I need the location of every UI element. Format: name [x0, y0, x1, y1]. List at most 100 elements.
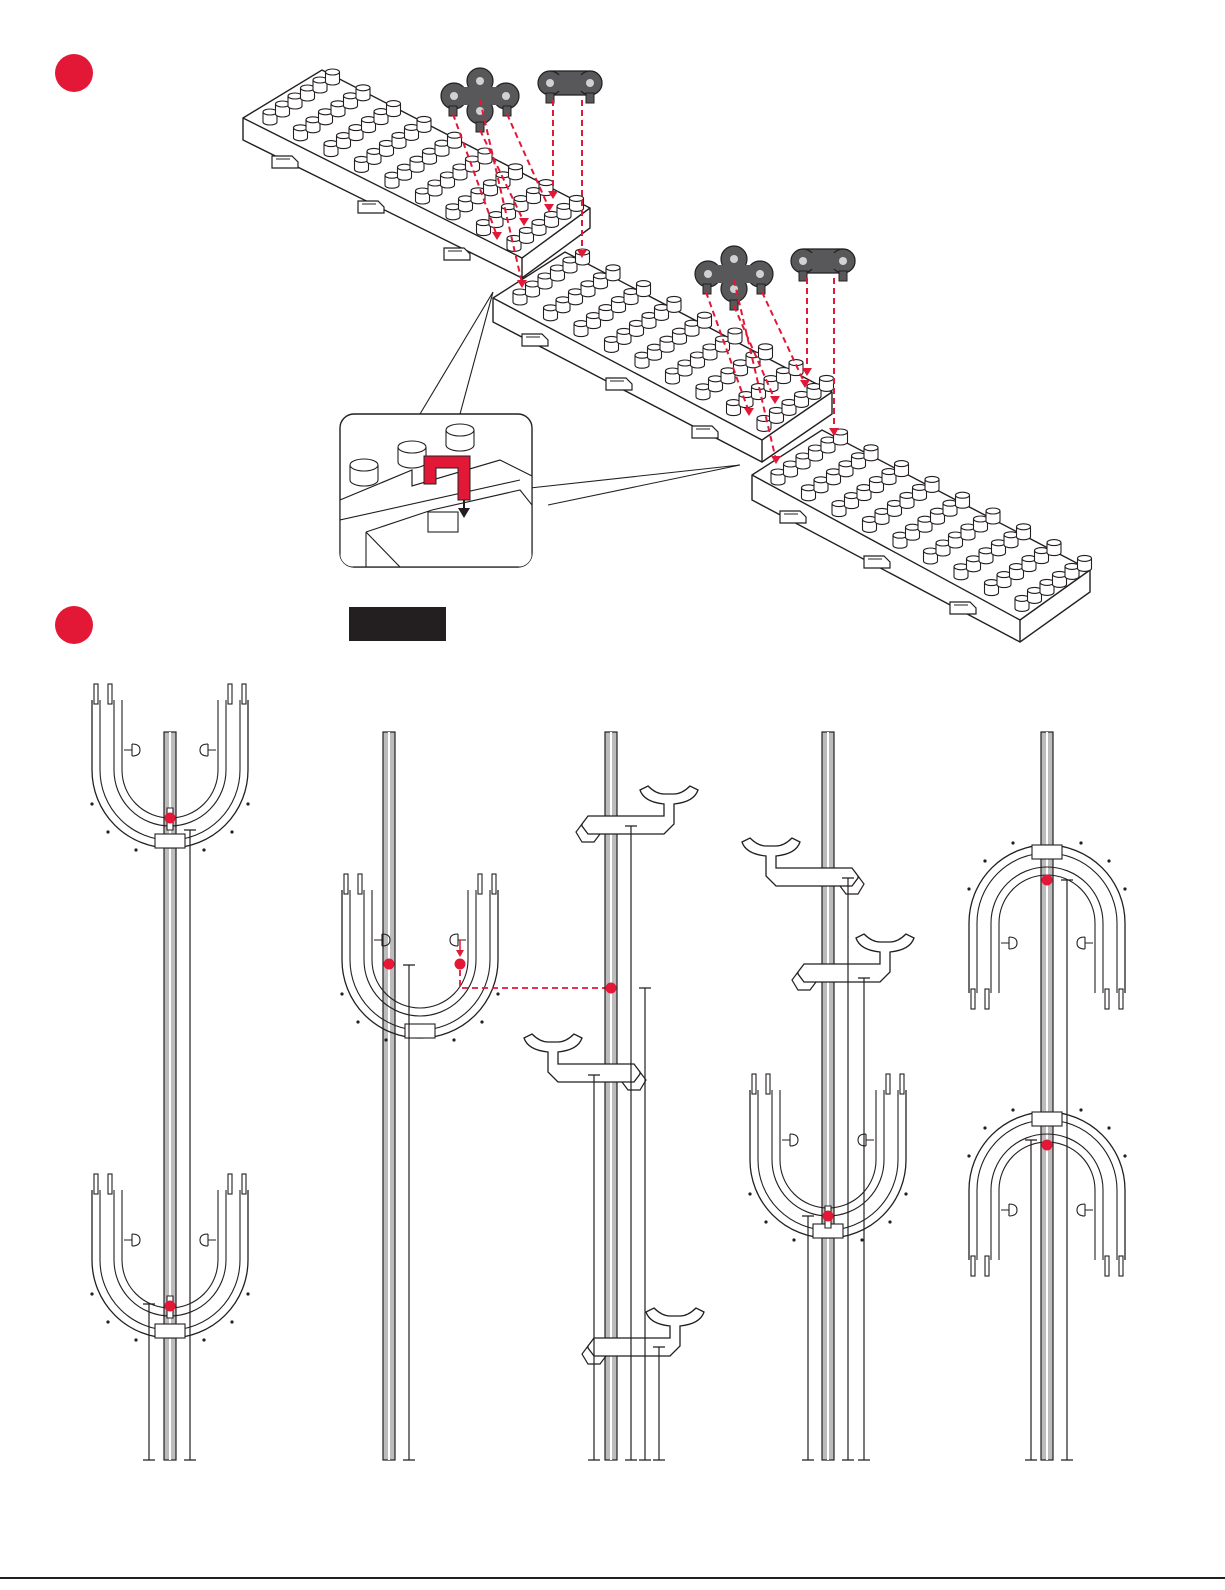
baseplate-stud — [435, 140, 449, 156]
baseplate-stud — [703, 344, 717, 360]
baseplate-stud — [784, 461, 798, 477]
baseplate-stud — [545, 211, 559, 227]
baseplate-stud — [852, 453, 866, 469]
baseplate-stud — [410, 156, 424, 172]
baseplate-stud — [1078, 555, 1092, 571]
baseplate-stud — [385, 172, 399, 188]
baseplate-stud — [557, 203, 571, 219]
baseplate-stud — [961, 524, 975, 540]
baseplate-stud — [1040, 579, 1054, 595]
baseplate-stud — [967, 556, 981, 572]
baseplate-stud — [979, 548, 993, 564]
baseplate-stud — [637, 281, 651, 297]
baseplate-stud — [1065, 563, 1079, 579]
baseplate-stud — [556, 297, 570, 313]
baseplate-stud — [893, 532, 907, 548]
step-1-boards — [243, 68, 1092, 642]
baseplate-stud — [796, 453, 810, 469]
bracket-right — [792, 934, 914, 990]
baseplate-stud — [832, 501, 846, 517]
baseplate-stud — [771, 469, 785, 485]
baseplate-stud — [814, 477, 828, 493]
baseplate-stud — [635, 352, 649, 368]
baseplate-stud — [356, 85, 370, 101]
baseplate-stud — [642, 312, 656, 328]
bracket-left — [524, 1034, 646, 1090]
baseplate-stud — [727, 400, 741, 416]
baseplate-stud — [992, 540, 1006, 556]
baseplate-stud — [466, 156, 480, 172]
baseplate-stud — [673, 328, 687, 344]
baseplate-stud — [678, 360, 692, 376]
baseplate-stud — [667, 296, 681, 312]
baseplate-stud — [405, 124, 419, 140]
baseplate-stud — [949, 532, 963, 548]
baseplate-stud — [821, 437, 835, 453]
baseplate-stud — [1010, 564, 1024, 580]
baseplate-stud — [924, 548, 938, 564]
baseplate-stud — [301, 85, 315, 101]
baseplate-stud — [660, 336, 674, 352]
baseplate-stud — [581, 281, 595, 297]
zoom-inset — [340, 414, 532, 567]
baseplate-stud — [294, 125, 308, 141]
baseplate-stud — [997, 572, 1011, 588]
baseplate-stud — [918, 516, 932, 532]
baseplate-stud — [721, 368, 735, 384]
baseplate-stud — [599, 305, 613, 321]
baseplate-stud — [888, 500, 902, 516]
rod-1-assembly — [90, 684, 249, 1460]
rod-4-assembly — [742, 732, 914, 1460]
baseplate-stud — [367, 148, 381, 164]
baseplate-stud — [1047, 540, 1061, 556]
baseplate-stud — [1028, 587, 1042, 603]
baseplate-stud — [864, 445, 878, 461]
baseplate-stud — [355, 156, 369, 172]
baseplate-stud — [839, 461, 853, 477]
baseplate-stud — [802, 485, 816, 501]
baseplate-stud — [513, 289, 527, 305]
baseplate-stud — [306, 117, 320, 133]
link-connector-lower — [791, 249, 855, 281]
baseplate-stud — [288, 93, 302, 109]
baseplate-stud — [605, 336, 619, 352]
baseplate-stud — [685, 320, 699, 336]
baseplate-stud — [985, 580, 999, 596]
baseplate-stud — [502, 204, 516, 220]
baseplate-stud — [782, 399, 796, 415]
u-track-open-up — [340, 874, 499, 1042]
baseplate-stud — [344, 93, 358, 109]
baseplate-stud — [875, 508, 889, 524]
baseplate-stud — [1035, 548, 1049, 564]
baseplate-stud — [986, 508, 1000, 524]
baseplate-stud — [895, 461, 909, 477]
baseplate-stud — [936, 540, 950, 556]
rod-2-assembly — [340, 732, 611, 1460]
step-1-badge — [55, 54, 93, 92]
baseplate-stud — [362, 117, 376, 133]
baseplate-stud — [624, 289, 638, 305]
baseplate-stud — [331, 101, 345, 117]
baseplate-stud — [807, 383, 821, 399]
baseplate-stud — [925, 476, 939, 492]
baseplate-stud — [563, 257, 577, 273]
baseplate-stud — [770, 407, 784, 423]
baseplate-stud — [931, 508, 945, 524]
baseplate-stud — [441, 172, 455, 188]
baseplate-stud — [617, 328, 631, 344]
baseplate-stud — [326, 69, 340, 85]
baseplate-stud — [827, 469, 841, 485]
baseplate-stud — [538, 273, 552, 289]
baseplate-stud — [1015, 595, 1029, 611]
baseplate-stud — [423, 148, 437, 164]
baseplate-stud — [698, 312, 712, 328]
baseplate-stud — [509, 164, 523, 180]
baseplate-stud — [857, 485, 871, 501]
baseplate-stud — [484, 180, 498, 196]
rod-3-assembly — [524, 732, 704, 1460]
baseplate-stud — [630, 320, 644, 336]
baseplate-stud — [1053, 571, 1067, 587]
baseplate-stud — [666, 368, 680, 384]
